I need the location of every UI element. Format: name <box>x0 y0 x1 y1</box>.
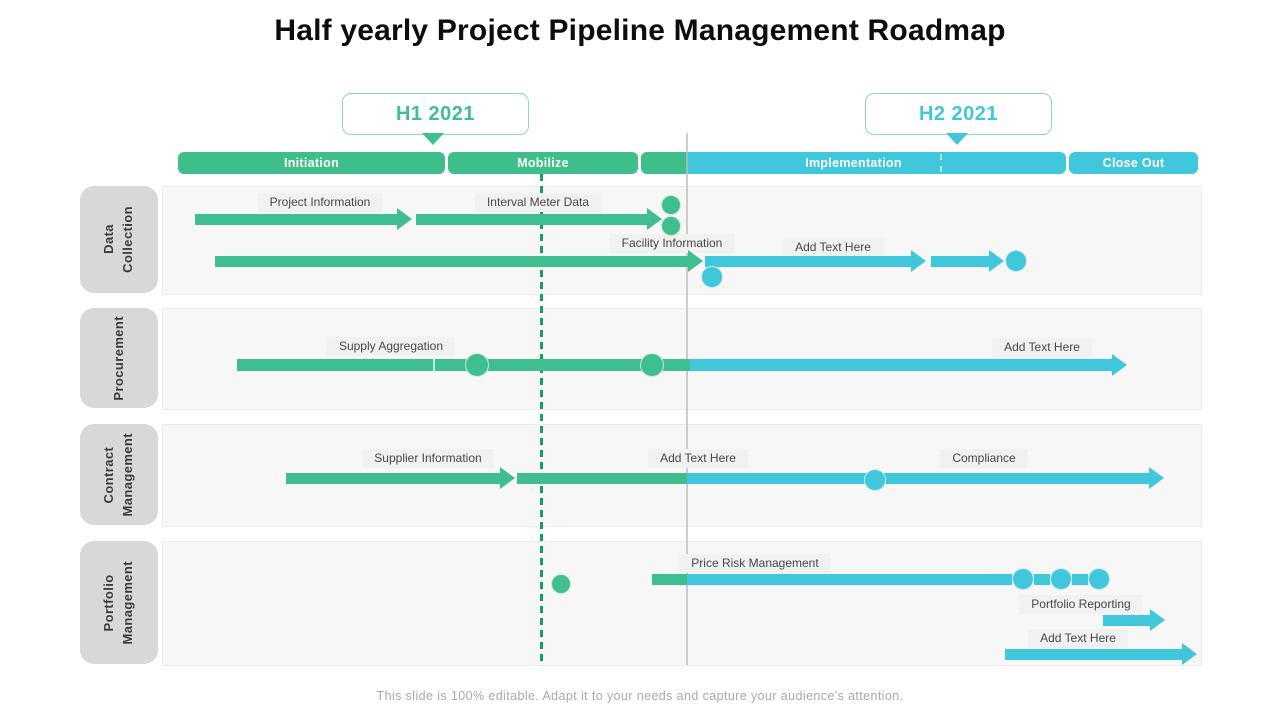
lane-label-data-collection-text: Data Collection <box>101 206 135 273</box>
bar-divider <box>433 359 435 371</box>
phase-divider <box>940 154 942 172</box>
phase-initiation: Initiation <box>178 152 445 174</box>
milestone-dot <box>640 353 664 377</box>
arrowhead-icon <box>500 467 515 489</box>
h1-2021-label: H1 2021 <box>395 102 476 125</box>
task-bar-supplier-information <box>286 473 500 484</box>
task-bar-facility-information <box>215 256 688 267</box>
phase-initiation-label: Initiation <box>283 156 340 170</box>
task-bar-price-risk-cyan <box>687 574 1012 585</box>
task-label-supply-aggregation: Supply Aggregation <box>326 337 456 356</box>
task-label-price-risk-management: Price Risk Management <box>679 554 831 573</box>
arrowhead-icon <box>1149 467 1164 489</box>
task-bar-project-information <box>195 214 397 225</box>
task-bar-price-risk-green <box>652 574 687 585</box>
phase-implementation: Implementation <box>641 152 1066 174</box>
h2-2021-marker: H2 2021 <box>865 93 1052 135</box>
arrowhead-icon <box>911 250 926 272</box>
lane-label-contract-management-text: Contract Management <box>101 432 135 517</box>
milestone-dot <box>701 266 723 288</box>
lane-label-portfolio-management: Portfolio Management <box>80 541 158 664</box>
today-gray-line <box>686 133 688 665</box>
task-bar-add-text-here-green <box>517 473 687 484</box>
arrowhead-icon <box>647 208 662 230</box>
phase-close-out: Close Out <box>1069 152 1198 174</box>
arrowhead-icon <box>1150 609 1165 631</box>
lane-label-procurement: Procurement <box>80 308 158 408</box>
arrowhead-icon <box>397 208 412 230</box>
h1-2021-marker: H1 2021 <box>342 93 529 135</box>
task-bar-interval-meter-data <box>416 214 647 225</box>
phase-close-out-label: Close Out <box>1102 156 1165 170</box>
task-label-portfolio-reporting: Portfolio Reporting <box>1019 595 1143 614</box>
task-label-project-information: Project Information <box>257 193 383 212</box>
lane-label-portfolio-management-text: Portfolio Management <box>101 560 135 645</box>
milestone-dot <box>465 353 489 377</box>
h1-pointer-triangle-icon <box>422 133 444 145</box>
milestone-dot <box>1005 250 1027 272</box>
task-label-add-text-here: Add Text Here <box>648 449 748 468</box>
task-label-compliance: Compliance <box>940 449 1028 468</box>
phase-implementation-label: Implementation <box>805 156 902 170</box>
milestone-dot <box>661 195 681 215</box>
dot-connector-bar <box>1072 574 1088 585</box>
task-label-facility-information: Facility Information <box>609 234 735 253</box>
lane-label-contract-management: Contract Management <box>80 424 158 525</box>
arrowhead-icon <box>1182 643 1197 665</box>
task-bar-supply-aggregation <box>237 359 690 371</box>
slide-title: Half yearly Project Pipeline Management … <box>274 14 1006 47</box>
task-bar-add-text-here <box>690 359 1112 371</box>
task-bar-segment <box>931 256 989 267</box>
milestone-dot <box>1050 568 1072 590</box>
h2-2021-label: H2 2021 <box>918 102 999 125</box>
task-bar-add-text-here <box>1005 649 1182 660</box>
milestone-dot <box>551 574 571 594</box>
lane-label-data-collection: Data Collection <box>80 186 158 293</box>
milestone-dot <box>661 216 681 236</box>
task-label-supplier-information: Supplier Information <box>362 449 494 468</box>
task-label-add-text-here: Add Text Here <box>992 338 1092 357</box>
task-bar-portfolio-reporting <box>1103 615 1150 626</box>
arrowhead-icon <box>989 250 1004 272</box>
lane-label-procurement-text: Procurement <box>110 315 126 401</box>
h1-progress-dashed-line <box>540 174 543 665</box>
arrowhead-icon <box>1112 354 1127 376</box>
editable-note: This slide is 100% editable. Adapt it to… <box>376 689 904 703</box>
task-label-add-text-here: Add Text Here <box>783 238 883 257</box>
arrowhead-icon <box>688 250 703 272</box>
task-bar-add-text-here-cyan <box>687 473 1149 484</box>
milestone-dot <box>864 469 886 491</box>
milestone-dot <box>1012 568 1034 590</box>
task-label-add-text-here: Add Text Here <box>1028 629 1128 648</box>
phase-mobilize: Mobilize <box>448 152 638 174</box>
phase-implementation-green-cap <box>641 152 687 174</box>
task-bar-add-text-here <box>705 256 911 267</box>
dot-connector-bar <box>1034 574 1050 585</box>
task-label-interval-meter-data: Interval Meter Data <box>474 193 602 212</box>
phase-mobilize-label: Mobilize <box>517 156 569 170</box>
h2-pointer-triangle-icon <box>946 133 968 145</box>
milestone-dot <box>1088 568 1110 590</box>
